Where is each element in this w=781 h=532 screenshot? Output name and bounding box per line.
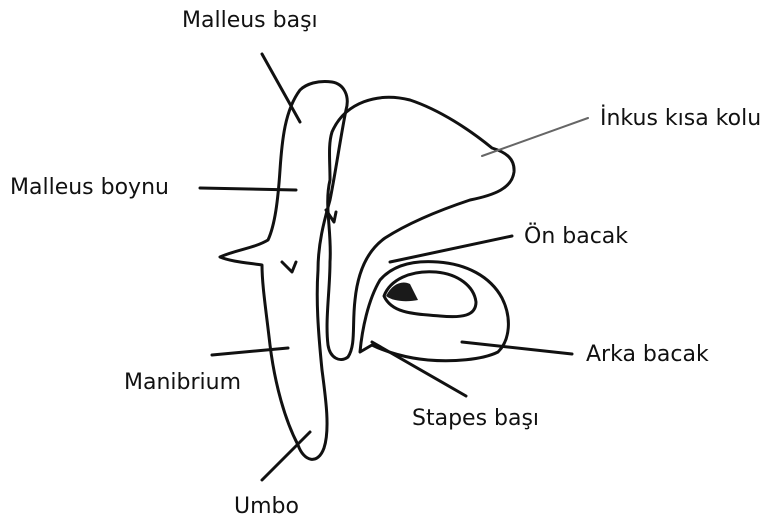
label-umbo: Umbo <box>234 496 299 518</box>
malleus-lateral-tick <box>282 262 296 272</box>
leader-malleus-neck <box>200 188 296 190</box>
label-malleus-neck: Malleus boynu <box>10 177 169 199</box>
leader-stapes-head <box>372 342 466 396</box>
label-manubrium: Manibrium <box>124 372 241 394</box>
incus-outline <box>327 97 514 359</box>
leader-malleus-head <box>262 54 300 122</box>
label-incus-short-process: İnkus kısa kolu <box>600 108 761 130</box>
leader-incus-short-process <box>482 118 588 156</box>
leader-posterior-crus <box>462 342 572 354</box>
label-posterior-crus: Arka bacak <box>586 344 709 366</box>
malleus-outline <box>220 81 347 459</box>
label-stapes-head: Stapes başı <box>412 408 539 430</box>
label-malleus-head: Malleus başı <box>182 10 318 32</box>
label-anterior-crus: Ön bacak <box>524 226 628 248</box>
leader-manubrium <box>212 348 288 355</box>
leader-anterior-crus <box>390 236 512 262</box>
